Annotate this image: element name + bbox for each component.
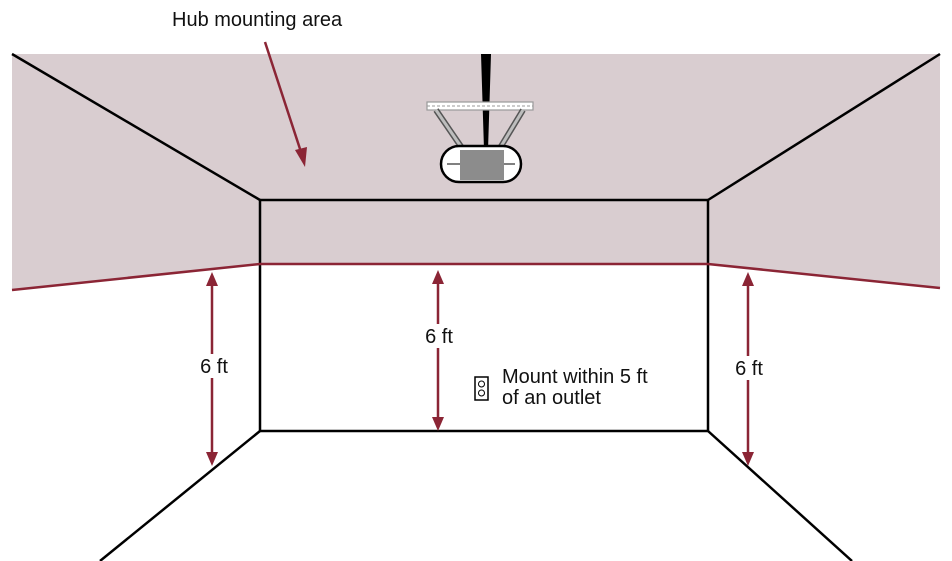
outlet-note-line2: of an outlet (502, 387, 601, 409)
edge-bottom-right (707, 430, 853, 561)
six-foot-line (11, 262, 941, 292)
back-wall (258, 198, 710, 433)
outlet-note-line1: Mount within 5 ft (502, 366, 648, 388)
edge-top-left (11, 52, 261, 202)
wall-outlet-icon (474, 376, 489, 401)
edge-bottom-left (99, 430, 261, 561)
hub-area-pointer (263, 41, 307, 167)
garage-door-opener-icon (426, 54, 534, 184)
height-label-right: 6 ft (735, 358, 763, 380)
edge-top-right (707, 52, 941, 202)
hub-area-label: Hub mounting area (172, 9, 343, 31)
height-label-left: 6 ft (200, 356, 228, 378)
height-arrow-center (432, 270, 444, 431)
height-label-center: 6 ft (425, 326, 453, 348)
